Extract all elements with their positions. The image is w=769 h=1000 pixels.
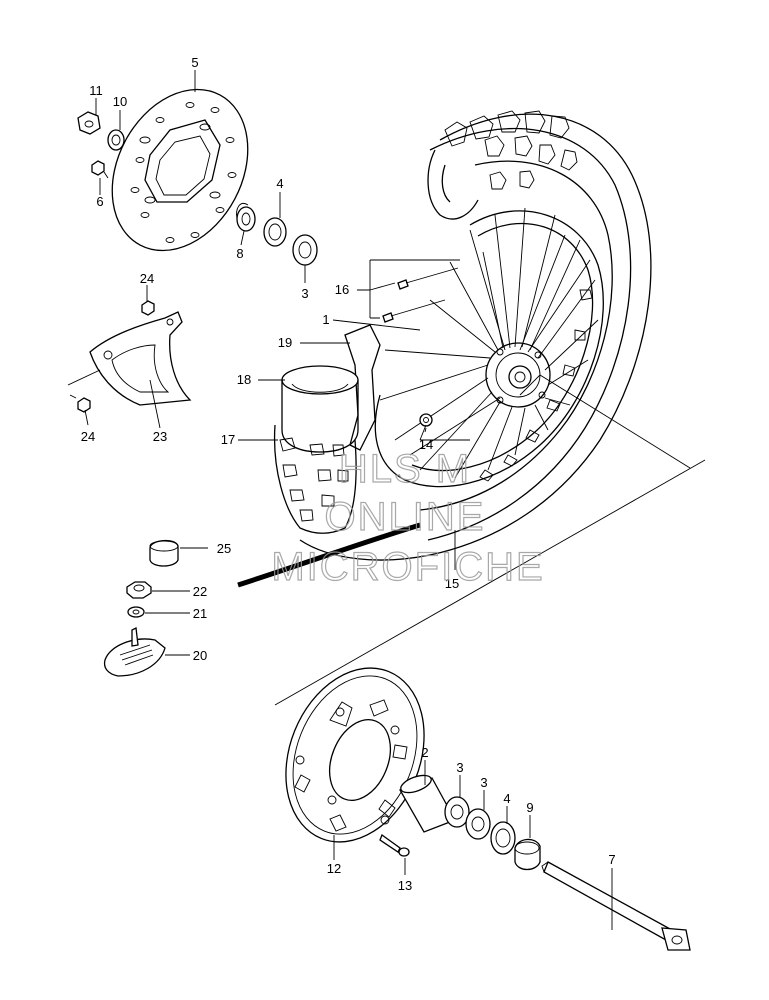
tire [299, 110, 652, 561]
callout-19: 19 [278, 335, 292, 350]
callout-8: 8 [236, 246, 243, 261]
callout-5: 5 [191, 55, 198, 70]
section-line-left [274, 459, 706, 706]
tread-edge [237, 522, 421, 588]
wheel-assembly [237, 110, 652, 588]
callout-15: 15 [445, 576, 459, 591]
axle-collar [514, 838, 541, 871]
callout-6: 6 [96, 194, 103, 209]
inner-tube [344, 324, 381, 451]
callout-25: 25 [217, 541, 231, 556]
callout-7: 7 [608, 852, 615, 867]
watermark-line-1: HLS M [339, 447, 471, 491]
oil-seal-upper [263, 217, 287, 247]
valve [419, 413, 433, 427]
spoke-nipples [382, 267, 459, 323]
disc-bolt [91, 160, 109, 179]
watermark: HLS M ONLINE MICROFICHE [271, 446, 544, 589]
hub [485, 342, 551, 408]
watermark-line-2: ONLINE [325, 495, 486, 539]
section-line-axle [519, 374, 541, 396]
rim-lock-cap [149, 539, 179, 567]
callout-20: 20 [193, 648, 207, 663]
callout-21: 21 [193, 606, 207, 621]
callout-22: 22 [193, 584, 207, 599]
rim [374, 210, 604, 488]
rim-lock [103, 627, 166, 677]
section-line-right [539, 374, 691, 469]
callout-16: 16 [335, 282, 349, 297]
spokes [379, 207, 599, 479]
rim-lock-nut [126, 581, 152, 599]
disc-nut [77, 111, 101, 135]
hub-spacer [236, 203, 256, 232]
axle [541, 861, 691, 951]
sprocket [285, 667, 425, 843]
callout-14: 14 [419, 437, 433, 452]
bearing-lower-2 [465, 808, 491, 840]
callout-1: 1 [322, 312, 329, 327]
callout-4-lower: 4 [503, 791, 510, 806]
oil-seal-lower [490, 821, 516, 855]
axle-spacer [399, 774, 456, 833]
guard-bolt-top [141, 300, 155, 316]
callout-13: 13 [398, 878, 412, 893]
callout-24-top: 24 [140, 271, 154, 286]
callout-24-bottom: 24 [81, 429, 95, 444]
leader-lines [67, 70, 613, 930]
callout-23: 23 [153, 429, 167, 444]
rim-lock-washer [127, 606, 145, 618]
callout-10: 10 [113, 94, 127, 109]
guard-bolt-bottom [69, 394, 91, 413]
rim-band [281, 365, 359, 453]
callout-labels: 5 11 10 6 8 4 3 24 24 23 16 1 19 18 17 1… [81, 55, 616, 893]
callout-3-lower-b: 3 [480, 775, 487, 790]
callout-9: 9 [526, 800, 533, 815]
callout-3-upper: 3 [301, 286, 308, 301]
callout-2: 2 [421, 745, 428, 760]
brake-disc [111, 88, 249, 252]
disc-guard [89, 311, 192, 406]
sprocket-bolt [379, 833, 410, 857]
tire-section [273, 424, 357, 534]
callout-12: 12 [327, 861, 341, 876]
callout-17: 17 [221, 432, 235, 447]
watermark-line-3: MICROFICHE [271, 545, 544, 589]
callout-11: 11 [89, 83, 103, 98]
callout-4-upper: 4 [276, 176, 283, 191]
callout-3-lower-a: 3 [456, 760, 463, 775]
bearing-upper [292, 234, 318, 266]
callout-18: 18 [237, 372, 251, 387]
disc-washer [107, 129, 125, 151]
bearing-lower-1 [444, 796, 470, 828]
